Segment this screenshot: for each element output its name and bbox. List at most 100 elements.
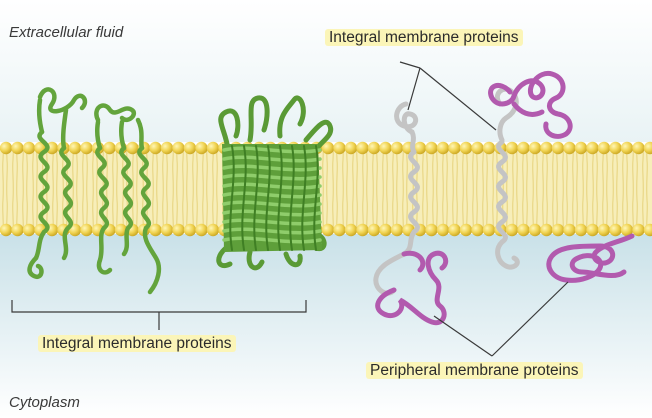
lipid-head: [172, 223, 185, 237]
peripheral-text: Peripheral membrane proteins: [366, 362, 583, 379]
lipid-head: [632, 223, 645, 237]
barrel-coil: [222, 236, 322, 244]
lipid-head: [643, 141, 652, 155]
barrel-coil: [222, 155, 322, 163]
barrel-strand: [289, 145, 295, 251]
lipid-head: [344, 141, 358, 155]
lipid-head: [528, 141, 542, 155]
lipid-head: [459, 141, 473, 155]
lipid-head: [471, 223, 484, 237]
gray-protein-left: [373, 101, 420, 296]
peripheral-membrane-proteins-label: Peripheral membrane proteins: [366, 361, 583, 380]
barrel-coil: [222, 227, 322, 235]
lipid-head: [505, 141, 519, 155]
lipid-head: [620, 141, 634, 155]
lipid-head: [609, 141, 622, 155]
lipid-head: [574, 223, 588, 237]
barrel-coil: [222, 218, 322, 226]
lipid-head: [11, 141, 24, 155]
lipid-head: [482, 141, 496, 155]
lipid-head: [80, 223, 93, 237]
extracellular-region: [0, 0, 652, 142]
lipid-heads-bottom: [0, 223, 652, 237]
lipid-head: [367, 223, 381, 237]
lipid-head: [517, 223, 530, 237]
integral-bottom-text: Integral membrane proteins: [38, 335, 236, 352]
lipid-head: [22, 141, 36, 155]
lipid-head: [367, 141, 381, 155]
lipid-head: [149, 223, 162, 237]
lipid-head: [183, 223, 197, 237]
lipid-head: [344, 223, 358, 237]
lipid-head: [126, 141, 139, 155]
lipid-head: [321, 223, 335, 237]
lipid-heads-top: [0, 141, 652, 155]
lipid-head: [425, 141, 438, 155]
lipid-head: [103, 141, 116, 155]
lipid-head: [448, 141, 461, 155]
lipid-head: [517, 141, 530, 155]
lipid-head: [390, 223, 404, 237]
lipid-head: [11, 223, 24, 237]
lipid-head: [356, 223, 369, 237]
lipid-head: [390, 141, 404, 155]
helix-protein-left: [27, 87, 88, 280]
barrel-protein: [216, 95, 334, 271]
lipid-head: [436, 141, 450, 155]
lipid-head: [540, 223, 553, 237]
lipid-head: [459, 223, 473, 237]
peripheral-protein-top: [488, 70, 573, 139]
lipid-head: [597, 223, 611, 237]
peripheral-protein-right: [546, 233, 635, 283]
lipid-head: [528, 223, 542, 237]
lipid-head: [643, 223, 652, 237]
lipid-head: [149, 141, 162, 155]
cytoplasm-label: Cytoplasm: [9, 394, 80, 411]
lipid-head: [160, 223, 174, 237]
lipid-head: [379, 223, 392, 237]
lipid-head: [597, 141, 611, 155]
lipid-head: [505, 223, 519, 237]
lipid-head: [551, 223, 565, 237]
lipid-head: [574, 141, 588, 155]
lipid-head: [183, 141, 197, 155]
lipid-head: [413, 141, 427, 155]
lipid-head: [195, 141, 208, 155]
peripheral-protein-left: [375, 250, 449, 326]
lipid-head: [160, 141, 174, 155]
lipid-head: [206, 223, 220, 237]
lipid-head: [563, 223, 576, 237]
barrel-coil: [222, 173, 322, 181]
lipid-head: [436, 223, 450, 237]
barrel-strand: [241, 145, 247, 251]
extracellular-fluid-label: Extracellular fluid: [9, 24, 124, 41]
integral-top-text: Integral membrane proteins: [325, 29, 523, 46]
lipid-head: [563, 141, 576, 155]
lipid-head: [379, 141, 392, 155]
lipid-head: [540, 141, 553, 155]
lipid-head: [333, 141, 346, 155]
lipid-head: [448, 223, 461, 237]
barrel-strand: [265, 145, 271, 251]
barrel-strand: [229, 145, 235, 251]
integral-membrane-proteins-label-bottom: Integral membrane proteins: [38, 334, 236, 353]
lipid-head: [609, 223, 622, 237]
lipid-head: [206, 141, 220, 155]
lipid-head: [68, 141, 82, 155]
barrel-strand: [313, 145, 319, 251]
barrel-strand: [277, 145, 283, 251]
lipid-head: [22, 223, 36, 237]
lipid-head: [0, 223, 13, 237]
lipid-head: [586, 223, 599, 237]
lipid-head: [356, 141, 369, 155]
lipid-head: [620, 223, 634, 237]
lipid-head: [482, 223, 496, 237]
lipid-head: [551, 141, 565, 155]
lipid-head: [0, 141, 13, 155]
pointer-lines: [11, 61, 569, 357]
barrel-strand: [301, 145, 307, 251]
lipid-head: [80, 141, 93, 155]
barrel-strand: [253, 145, 259, 251]
lipid-head: [586, 141, 599, 155]
